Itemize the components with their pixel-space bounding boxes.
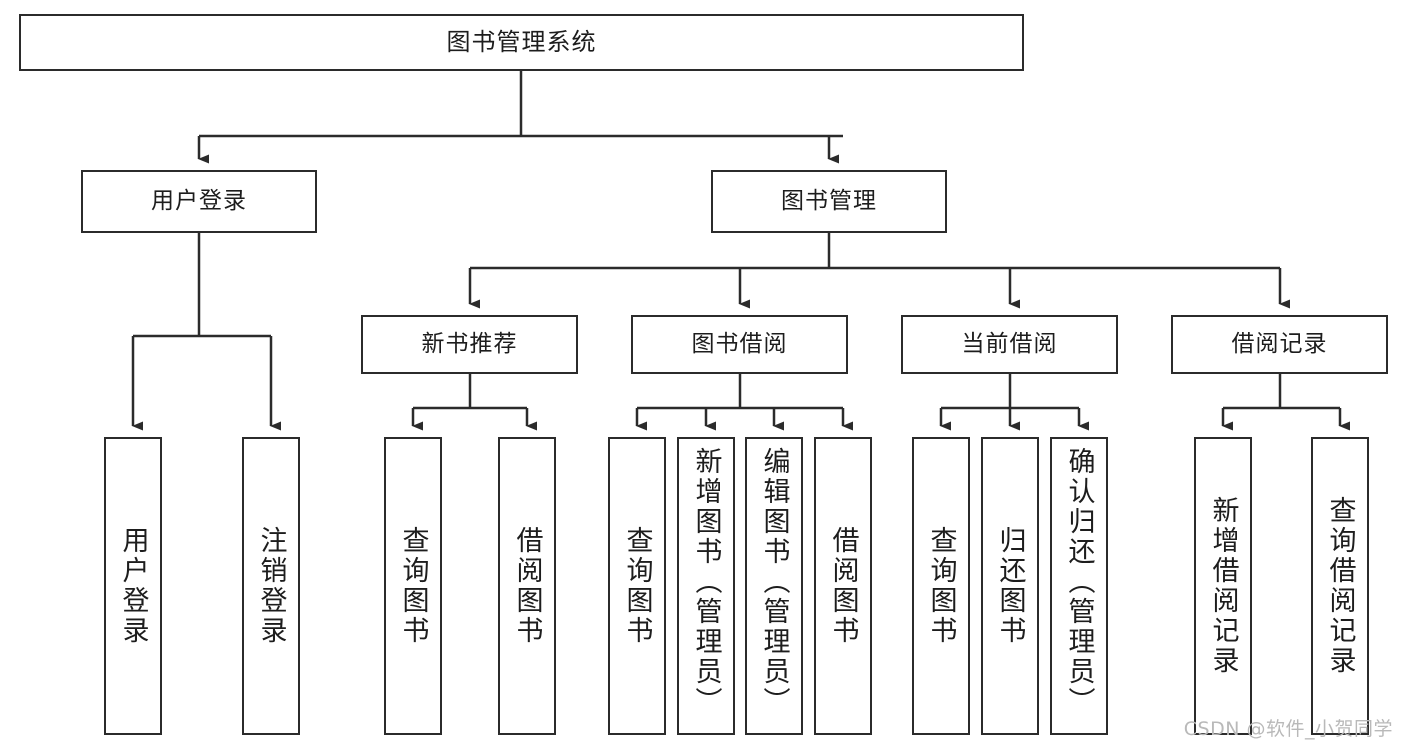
node-book-borrow[interactable]: 图书借阅 [631,315,848,374]
csdn-watermark: CSDN @软件_小贺同学 [1183,718,1393,740]
node-label: 新增图书（管理员） [690,447,722,717]
node-label: 图书管理 [781,187,877,214]
node-user-login[interactable]: 用户登录 [81,170,317,233]
node-new-book-recommend[interactable]: 新书推荐 [361,315,578,374]
node-root-system[interactable]: 图书管理系统 [19,14,1024,71]
node-label: 归还图书 [994,526,1026,646]
leaf-recommend-query-book[interactable]: 查询图书 [384,437,442,735]
node-label: 借阅图书 [511,526,543,646]
node-label: 查询图书 [397,526,429,646]
node-label: 借阅记录 [1231,330,1328,357]
node-book-manage[interactable]: 图书管理 [711,170,947,233]
leaf-record-query[interactable]: 查询借阅记录 [1311,437,1369,735]
leaf-record-add[interactable]: 新增借阅记录 [1194,437,1252,735]
node-current-borrow[interactable]: 当前借阅 [901,315,1118,374]
leaf-borrow-add-book-admin[interactable]: 新增图书（管理员） [677,437,735,735]
leaf-borrow-borrow-book[interactable]: 借阅图书 [814,437,872,735]
node-label: 新书推荐 [421,330,518,357]
node-label: 用户登录 [117,526,149,646]
node-label: 用户登录 [151,187,247,214]
node-borrow-record[interactable]: 借阅记录 [1171,315,1388,374]
node-label: 查询图书 [621,526,653,646]
leaf-recommend-borrow-book[interactable]: 借阅图书 [498,437,556,735]
leaf-current-query-book[interactable]: 查询图书 [912,437,970,735]
leaf-current-return-book[interactable]: 归还图书 [981,437,1039,735]
node-label: 查询图书 [925,526,957,646]
node-label: 确认归还（管理员） [1063,447,1095,717]
leaf-borrow-edit-book-admin[interactable]: 编辑图书（管理员） [745,437,803,735]
node-label: 查询借阅记录 [1324,496,1356,676]
node-label: 借阅图书 [827,526,859,646]
node-label: 当前借阅 [961,330,1058,357]
node-label: 新增借阅记录 [1207,496,1239,676]
node-label: 注销登录 [255,526,287,646]
leaf-user-logout[interactable]: 注销登录 [242,437,300,735]
leaf-borrow-query-book[interactable]: 查询图书 [608,437,666,735]
node-label: 编辑图书（管理员） [758,447,790,717]
leaf-user-login[interactable]: 用户登录 [104,437,162,735]
node-label: 图书借阅 [691,330,788,357]
node-label: 图书管理系统 [446,28,597,57]
leaf-current-confirm-return-admin[interactable]: 确认归还（管理员） [1050,437,1108,735]
